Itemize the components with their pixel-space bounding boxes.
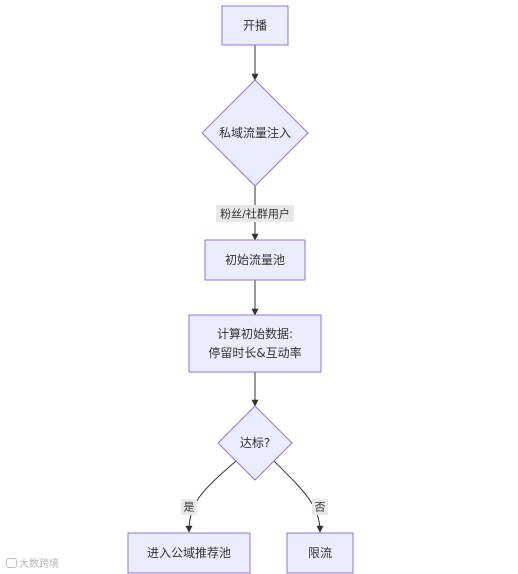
watermark: 大数跨境 [6,555,59,570]
node-private-traffic-text: 私域流量注入 [219,125,291,140]
node-compute-data: 计算初始数据: 停留时长&互动率 [188,314,322,373]
logo-icon [6,557,17,568]
edge-label-fans-text: 粉丝/社群用户 [220,207,290,221]
node-compute-data-text-line1: 计算初始数据: [217,326,293,341]
node-public-pool: 进入公域推荐池 [127,532,251,574]
node-throttled: 限流 [286,532,354,574]
edge-meets-standard-to-throttled [273,460,324,533]
node-compute-data-text-line2: 停留时长&互动率 [208,345,301,360]
node-private-traffic: 私域流量注入 [201,79,309,187]
node-public-pool-text: 进入公域推荐池 [147,546,231,560]
node-initial-pool-text: 初始流量池 [225,253,285,267]
edge-meets-standard-to-public-pool [185,460,237,533]
node-start: 开播 [221,5,289,46]
watermark-text: 大数跨境 [19,559,59,570]
edge-label-yes: 是 [181,499,197,515]
edge-label-yes-text: 是 [184,501,195,514]
node-throttled-text: 限流 [308,546,332,560]
edge-label-no: 否 [312,499,328,515]
edge-label-no-text: 否 [315,501,326,514]
node-initial-pool: 初始流量池 [204,239,306,281]
node-meets-standard: 达标? [217,405,293,481]
node-meets-standard-text: 达标? [240,436,270,450]
node-start-text: 开播 [243,19,267,33]
edges [185,45,324,533]
edge-label-fans: 粉丝/社群用户 [216,205,294,222]
